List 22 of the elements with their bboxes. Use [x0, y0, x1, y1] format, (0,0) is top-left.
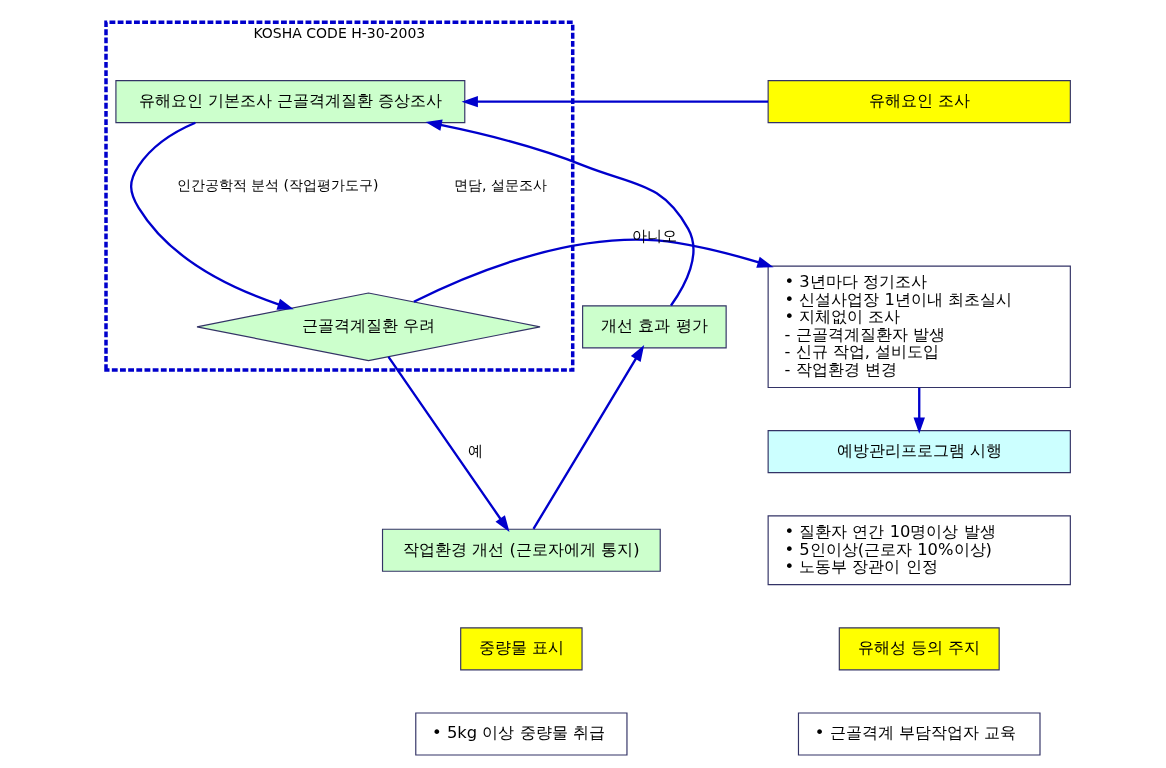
node-box: 개선 효과 평가: [581, 305, 727, 349]
arrow: [532, 345, 644, 530]
label: 인간공학적 분석 (작업평가도구): [176, 177, 378, 194]
node-diamond: 근골격계질환 우려: [195, 292, 541, 362]
node-box: 유해요인 기본조사 근골격계질환 증상조사: [114, 80, 465, 124]
node-box: • 근골격계 부담작업자 교육: [797, 712, 1041, 756]
label: 면담, 설문조사: [453, 177, 547, 194]
arrow: [387, 356, 509, 532]
arrow: [913, 387, 925, 434]
arrow: [424, 119, 695, 307]
node-box: 유해성 등의 주지: [838, 627, 1000, 671]
arrow: [129, 121, 294, 310]
arrow: [412, 238, 774, 303]
node-box: 중량물 표시: [459, 627, 583, 671]
node-box: • 5kg 이상 중량물 취급: [414, 712, 628, 756]
node-box: 유해요인 조사: [767, 80, 1071, 124]
node-box: • 3년마다 정기조사 • 신설사업장 1년이내 최초실시 • 지체없이 조사 - 근골격계질환자 발생 - 신규 작업, 설비도입 - 작업환경 변경: [767, 265, 1071, 389]
arrow: [461, 95, 768, 108]
edge-label: 예: [467, 441, 483, 460]
node-box: 작업환경 개선 (근로자에게 통지): [381, 528, 661, 572]
node-box: • 질환자 연간 10명이상 발생 • 5인이상(근로자 10%이상) • 노동부 장관이 인정: [767, 515, 1071, 586]
node-box: 예방관리프로그램 시행: [767, 430, 1071, 474]
